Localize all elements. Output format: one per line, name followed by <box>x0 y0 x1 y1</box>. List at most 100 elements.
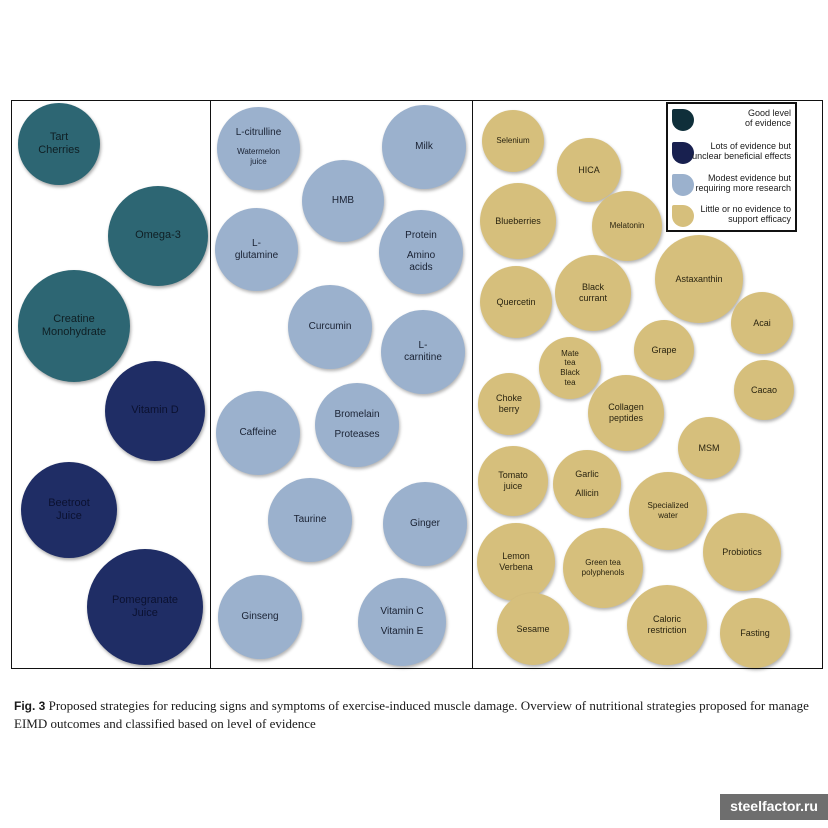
figure-caption: Fig. 3 Proposed strategies for reducing … <box>14 697 814 732</box>
circle-mate-black-tea: Mate tea Black tea <box>539 337 601 399</box>
legend-item-good: Good level of evidence <box>668 106 795 136</box>
circle-ginseng: Ginseng <box>218 575 302 659</box>
circle-label: Lemon Verbena <box>499 551 533 572</box>
circle-hica: HICA <box>557 138 621 202</box>
circle-cacao: Cacao <box>734 360 794 420</box>
circle-label: Allicin <box>575 488 599 498</box>
circle-curcumin: Curcumin <box>288 285 372 369</box>
circle-label: Tomato juice <box>498 470 528 491</box>
circle-label: MSM <box>698 442 720 453</box>
circle-label: Black currant <box>578 282 607 303</box>
circle-choke-berry: Choke berry <box>478 373 540 435</box>
circle-ginger: Ginger <box>383 482 467 566</box>
circle-label: Fasting <box>740 627 770 638</box>
circle-label: Milk <box>415 141 433 152</box>
circle-label: Quercetin <box>496 296 536 307</box>
circle-label: Probiotics <box>722 546 762 557</box>
circle-milk: Milk <box>382 105 466 189</box>
circle-label: Black tea <box>560 368 580 387</box>
figure-label: Fig. 3 <box>14 699 46 713</box>
circle-label: HICA <box>578 164 600 175</box>
circle-label: Astaxanthin <box>675 273 723 284</box>
legend-swatch <box>672 109 694 131</box>
circle-omega-3: Omega-3 <box>108 186 208 286</box>
circle-label: Bromelain <box>334 409 380 420</box>
legend-label: Little or no evidence to support efficac… <box>700 204 791 225</box>
circle-label: Green tea polyphenols <box>581 558 625 577</box>
circle-astaxanthin: Astaxanthin <box>655 235 743 323</box>
legend-item-little: Little or no evidence to support efficac… <box>668 202 795 232</box>
circle-label: Watermelon juice <box>237 147 280 166</box>
circle-label: Acai <box>753 317 771 328</box>
legend-label: Lots of evidence but unclear beneficial … <box>692 141 791 162</box>
circle-caffeine: Caffeine <box>216 391 300 475</box>
circle-label: Grape <box>651 344 677 355</box>
circle-label: Caloric restriction <box>647 614 687 635</box>
circle-label: Collagen peptides <box>608 402 644 423</box>
circle-quercetin: Quercetin <box>480 266 552 338</box>
circle-bromelain-proteases: Bromelain Proteases <box>315 383 399 467</box>
legend-swatch <box>672 174 694 196</box>
circle-label: Protein <box>405 230 437 241</box>
circle-melatonin: Melatonin <box>592 191 662 261</box>
circle-label: Ginger <box>409 518 440 529</box>
circle-label: Pomegranate Juice <box>111 593 179 619</box>
circle-acai: Acai <box>731 292 793 354</box>
circle-label: Vitamin C <box>380 606 424 617</box>
circle-beetroot-juice: Beetroot Juice <box>21 462 117 558</box>
column-divider-2 <box>472 101 473 668</box>
circle-label: Amino acids <box>406 250 436 273</box>
circle-garlic-allicin: Garlic Allicin <box>553 450 621 518</box>
circle-pomegranate-juice: Pomegranate Juice <box>87 549 203 665</box>
circle-label: HMB <box>331 195 355 206</box>
circle-label: Omega-3 <box>135 229 181 242</box>
circle-label: Tart Cherries <box>38 130 80 156</box>
circle-l-glutamine: L- glutamine <box>215 208 298 291</box>
circle-label: Ginseng <box>241 611 279 622</box>
column-divider-1 <box>210 101 211 668</box>
circle-taurine: Taurine <box>268 478 352 562</box>
legend: Good level of evidence Lots of evidence … <box>666 102 797 232</box>
circle-label: Sesame <box>516 623 550 634</box>
circle-label: Caffeine <box>239 427 277 438</box>
circle-label: Garlic <box>575 469 599 480</box>
circle-probiotics: Probiotics <box>703 513 781 591</box>
circle-tart-cherries: Tart Cherries <box>18 103 100 185</box>
circle-label: L- carnitine <box>404 340 442 363</box>
circle-l-citrulline-watermelon: L-citrulline Watermelon juice <box>217 107 300 190</box>
circle-label: Vitamin D <box>131 404 179 417</box>
circle-label: Cacao <box>750 384 777 395</box>
circle-sesame: Sesame <box>497 593 569 665</box>
circle-label: Choke berry <box>495 393 522 414</box>
circle-lemon-verbena: Lemon Verbena <box>477 523 555 601</box>
circle-label: L- glutamine <box>234 237 279 261</box>
evidence-diagram <box>11 100 823 669</box>
legend-swatch <box>672 142 694 164</box>
circle-vitamin-c-e: Vitamin C Vitamin E <box>358 578 446 666</box>
circle-blueberries: Blueberries <box>480 183 556 259</box>
circle-grape: Grape <box>634 320 694 380</box>
circle-selenium: Selenium <box>482 110 544 172</box>
circle-label: Mate tea <box>561 348 579 368</box>
circle-vitamin-d: Vitamin D <box>105 361 205 461</box>
caption-text: Proposed strategies for reducing signs a… <box>14 698 809 731</box>
circle-specialized-water: Specialized water <box>629 472 707 550</box>
legend-item-lots: Lots of evidence but unclear beneficial … <box>668 139 795 169</box>
circle-label: Creatine Monohydrate <box>41 312 107 338</box>
circle-label: Proteases <box>334 429 380 440</box>
circle-label: Curcumin <box>308 321 352 332</box>
circle-green-tea-polyphenols: Green tea polyphenols <box>563 528 643 608</box>
circle-msm: MSM <box>678 417 740 479</box>
circle-label: Blueberries <box>495 215 541 226</box>
circle-label: Melatonin <box>609 221 645 231</box>
circle-l-carnitine: L- carnitine <box>381 310 465 394</box>
circle-fasting: Fasting <box>720 598 790 668</box>
watermark: steelfactor.ru <box>720 794 828 820</box>
circle-tomato-juice: Tomato juice <box>478 446 548 516</box>
circle-collagen-peptides: Collagen peptides <box>588 375 664 451</box>
circle-hmb: HMB <box>302 160 384 242</box>
circle-label: Vitamin E <box>380 626 424 637</box>
legend-swatch <box>672 205 694 227</box>
legend-label: Modest evidence but requiring more resea… <box>695 173 791 194</box>
legend-label: Good level of evidence <box>744 108 791 129</box>
